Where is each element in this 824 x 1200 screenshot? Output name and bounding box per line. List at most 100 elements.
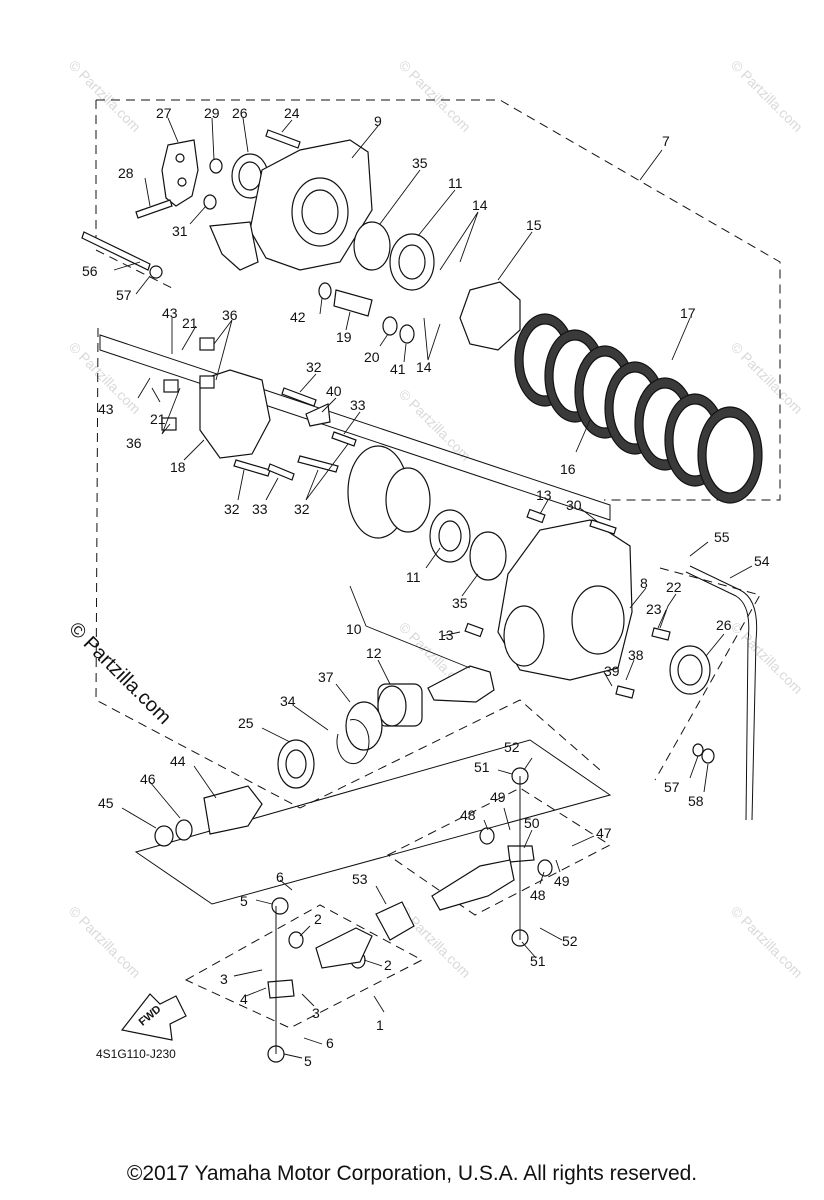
leader-line bbox=[379, 333, 389, 347]
copyright-notice: ©2017 Yamaha Motor Corporation, U.S.A. A… bbox=[126, 1162, 698, 1185]
oil-seal-inner bbox=[285, 749, 307, 779]
gear-set-outline bbox=[99, 334, 611, 521]
callout-number: 53 bbox=[352, 871, 368, 887]
watermark-text: © Partzilla.com bbox=[728, 57, 806, 135]
callout-number: 39 bbox=[604, 663, 620, 679]
leader-line bbox=[539, 927, 563, 941]
washer-part bbox=[692, 743, 704, 757]
bracket-hole bbox=[177, 177, 187, 187]
callout-number: 57 bbox=[664, 779, 680, 795]
circlip-part bbox=[336, 719, 370, 765]
callout-number: 37 bbox=[318, 669, 334, 685]
leader-line bbox=[144, 177, 151, 207]
leader-line bbox=[265, 477, 279, 501]
watermark-text: © Partzilla.com bbox=[396, 57, 474, 135]
callout-number: 24 bbox=[284, 105, 300, 121]
leader-line bbox=[521, 941, 537, 959]
leader-line bbox=[351, 125, 379, 159]
housing-side-bore bbox=[571, 585, 625, 655]
washer-part bbox=[149, 265, 163, 279]
pinion-gear-part bbox=[427, 665, 495, 703]
main-assembly-outline bbox=[95, 327, 601, 809]
bracket-hole bbox=[175, 153, 185, 163]
callout-number: 52 bbox=[562, 933, 578, 949]
leader-line bbox=[423, 317, 441, 361]
shim-plate-part bbox=[459, 281, 521, 351]
callout-number: 32 bbox=[294, 501, 310, 517]
washer-part bbox=[318, 282, 332, 300]
leader-line bbox=[659, 593, 677, 629]
callout-number: 5 bbox=[240, 893, 248, 909]
callout-number: 23 bbox=[646, 601, 662, 617]
spring-part bbox=[382, 316, 398, 336]
leader-line bbox=[523, 829, 533, 849]
watermark-text: © Partzilla.com bbox=[728, 619, 806, 697]
callout-number: 26 bbox=[232, 105, 248, 121]
bolt-part bbox=[297, 455, 339, 473]
leader-line bbox=[461, 573, 479, 597]
leader-line bbox=[242, 117, 249, 153]
callout-number: 15 bbox=[526, 217, 542, 233]
leader-line bbox=[539, 871, 545, 885]
callout-number: 2 bbox=[384, 957, 392, 973]
leader-line bbox=[625, 659, 635, 681]
callout-number: 8 bbox=[640, 575, 648, 591]
callout-number: 35 bbox=[452, 595, 468, 611]
leader-line bbox=[503, 807, 511, 831]
leader-line bbox=[571, 835, 595, 847]
leader-line bbox=[183, 439, 205, 461]
leader-line bbox=[539, 499, 549, 515]
leader-line bbox=[705, 633, 725, 657]
leader-line bbox=[555, 859, 561, 873]
leader-line bbox=[245, 987, 267, 997]
leader-line bbox=[497, 769, 513, 775]
upper-housing-group-left bbox=[95, 100, 177, 291]
spider-part bbox=[507, 845, 535, 863]
bearing-cup-part bbox=[537, 859, 553, 877]
leader-line bbox=[335, 683, 351, 703]
callout-number: 31 bbox=[172, 223, 188, 239]
callout-number: 36 bbox=[222, 307, 238, 323]
callout-number: 18 bbox=[170, 459, 186, 475]
callout-layer: 1 2 2 3 3 4 5 5 6 6 7 8 9 10 11 11 12 13… bbox=[82, 105, 770, 1069]
leader-line bbox=[261, 727, 291, 743]
leader-line bbox=[575, 419, 591, 453]
leader-line bbox=[137, 377, 151, 399]
shaft-yoke-part bbox=[431, 859, 515, 911]
housing-right-outline bbox=[654, 567, 761, 781]
driveshaft-outline bbox=[134, 739, 612, 905]
ring-gear-hub bbox=[385, 467, 431, 533]
pinion-bearing-face bbox=[377, 685, 407, 727]
parts-layer bbox=[81, 129, 763, 1063]
bolt-part bbox=[265, 129, 301, 149]
leader-line bbox=[523, 757, 533, 771]
bolt-part bbox=[267, 463, 295, 481]
housing-bore bbox=[503, 605, 545, 667]
bearing-cup-part bbox=[288, 931, 304, 949]
callout-number: 51 bbox=[474, 759, 490, 775]
callout-number: 43 bbox=[98, 401, 114, 417]
callout-number: 34 bbox=[280, 693, 296, 709]
leader-line bbox=[301, 993, 315, 1007]
washer-part bbox=[175, 819, 193, 841]
bolt-part bbox=[233, 459, 271, 477]
nut-part bbox=[701, 748, 715, 764]
leader-lines bbox=[113, 117, 753, 1059]
leader-line bbox=[189, 205, 207, 225]
leader-line bbox=[113, 261, 141, 271]
diagram-code: 4S1G110-J230 bbox=[96, 1047, 176, 1061]
leader-line bbox=[363, 959, 383, 967]
callout-number: 29 bbox=[204, 105, 220, 121]
leader-line bbox=[373, 995, 385, 1013]
bearing-cup-part bbox=[271, 897, 289, 915]
leader-line bbox=[671, 317, 691, 361]
leader-line bbox=[293, 705, 329, 731]
leader-line bbox=[149, 781, 181, 819]
bearing-inner bbox=[438, 520, 462, 552]
leader-line bbox=[167, 117, 179, 143]
leader-line bbox=[417, 189, 456, 237]
callout-number: 3 bbox=[220, 971, 228, 987]
callout-number: 21 bbox=[182, 315, 198, 331]
callout-number: 35 bbox=[412, 155, 428, 171]
